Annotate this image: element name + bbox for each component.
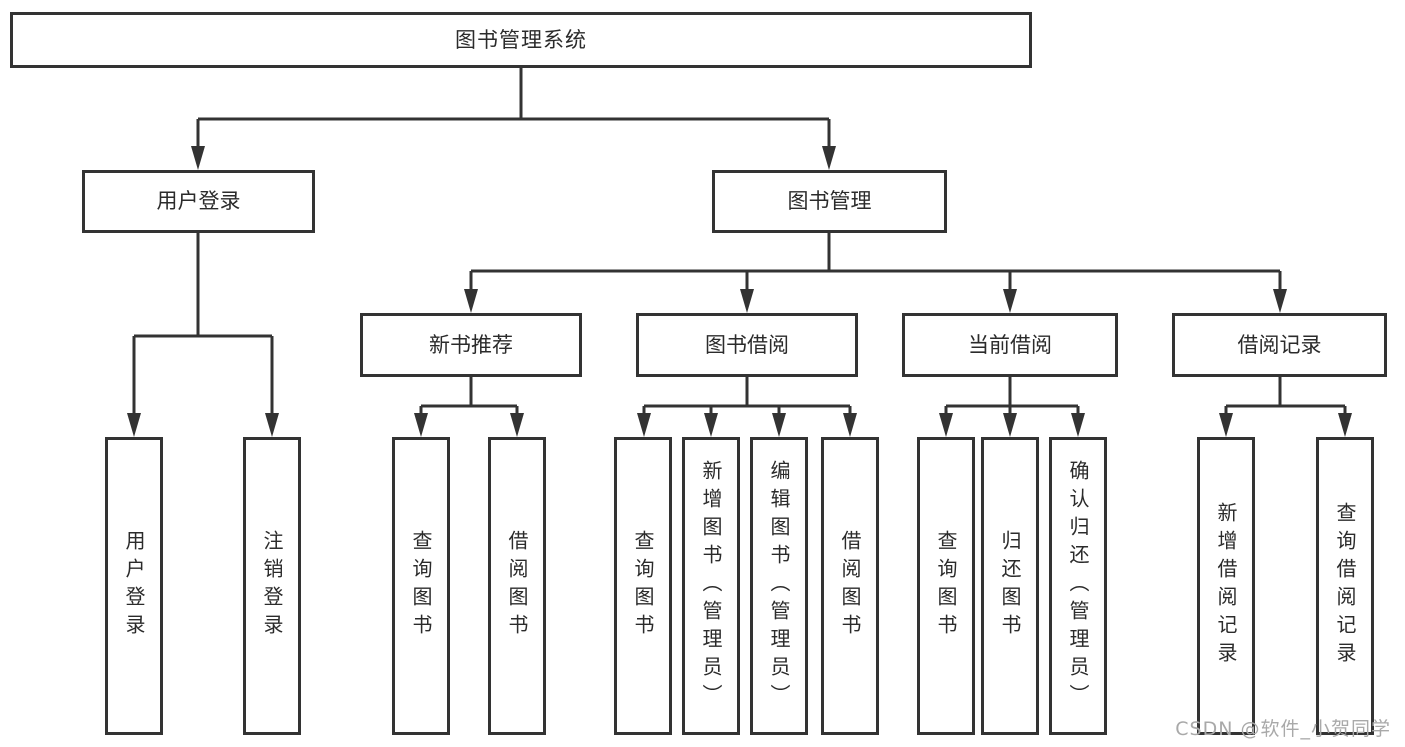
node-new-book-recommend: 新书推荐 bbox=[360, 313, 582, 377]
arrow-down-icon bbox=[191, 146, 205, 170]
arrow-down-icon bbox=[1219, 413, 1233, 437]
node-user-login: 用户登录 bbox=[82, 170, 315, 233]
node-root: 图书管理系统 bbox=[10, 12, 1032, 68]
connector-current-borrow-to-leaves bbox=[944, 377, 1080, 416]
watermark: CSDN @软件_小贺同学 bbox=[1175, 718, 1391, 740]
leaf-borrow-borrow-books: 借阅图书 bbox=[821, 437, 879, 735]
node-current-borrow: 当前借阅 bbox=[902, 313, 1118, 377]
arrow-down-icon bbox=[510, 413, 524, 437]
arrow-down-icon bbox=[127, 413, 141, 437]
node-borrow-records: 借阅记录 bbox=[1172, 313, 1387, 377]
arrow-down-icon bbox=[414, 413, 428, 437]
arrow-down-icon bbox=[740, 289, 754, 313]
arrow-down-icon bbox=[464, 289, 478, 313]
leaf-records-query-record: 查询借阅记录 bbox=[1316, 437, 1374, 735]
node-book-mgmt: 图书管理 bbox=[712, 170, 947, 233]
connector-root-to-level2 bbox=[196, 68, 831, 150]
leaf-newbook-borrow-books: 借阅图书 bbox=[488, 437, 546, 735]
arrow-down-icon bbox=[822, 146, 836, 170]
leaf-records-add-record: 新增借阅记录 bbox=[1197, 437, 1255, 735]
node-book-borrow: 图书借阅 bbox=[636, 313, 858, 377]
arrow-down-icon bbox=[843, 413, 857, 437]
arrow-down-icon bbox=[1003, 413, 1017, 437]
connector-book-mgmt-to-level3 bbox=[469, 233, 1282, 292]
arrow-down-icon bbox=[265, 413, 279, 437]
arrow-down-icon bbox=[1071, 413, 1085, 437]
arrow-down-icon bbox=[1003, 289, 1017, 313]
leaf-current-confirm-return-admin: 确认归还（管理员） bbox=[1049, 437, 1107, 735]
arrow-down-icon bbox=[772, 413, 786, 437]
leaf-borrow-edit-books-admin: 编辑图书（管理员） bbox=[750, 437, 808, 735]
arrow-down-icon bbox=[704, 413, 718, 437]
arrow-down-icon bbox=[637, 413, 651, 437]
connector-user-login-to-leaves bbox=[132, 233, 274, 416]
leaf-current-query-books: 查询图书 bbox=[917, 437, 975, 735]
connector-borrow-records-to-leaves bbox=[1224, 377, 1347, 416]
arrow-down-icon bbox=[939, 413, 953, 437]
leaf-newbook-query-books: 查询图书 bbox=[392, 437, 450, 735]
leaf-borrow-add-books-admin: 新增图书（管理员） bbox=[682, 437, 740, 735]
leaf-logout: 注销登录 bbox=[243, 437, 301, 735]
arrow-down-icon bbox=[1273, 289, 1287, 313]
leaf-user-login: 用户登录 bbox=[105, 437, 163, 735]
leaf-current-return-books: 归还图书 bbox=[981, 437, 1039, 735]
connector-new-book-to-leaves bbox=[419, 377, 519, 416]
connector-book-borrow-to-leaves bbox=[642, 377, 852, 416]
leaf-borrow-query-books: 查询图书 bbox=[614, 437, 672, 735]
arrow-down-icon bbox=[1338, 413, 1352, 437]
